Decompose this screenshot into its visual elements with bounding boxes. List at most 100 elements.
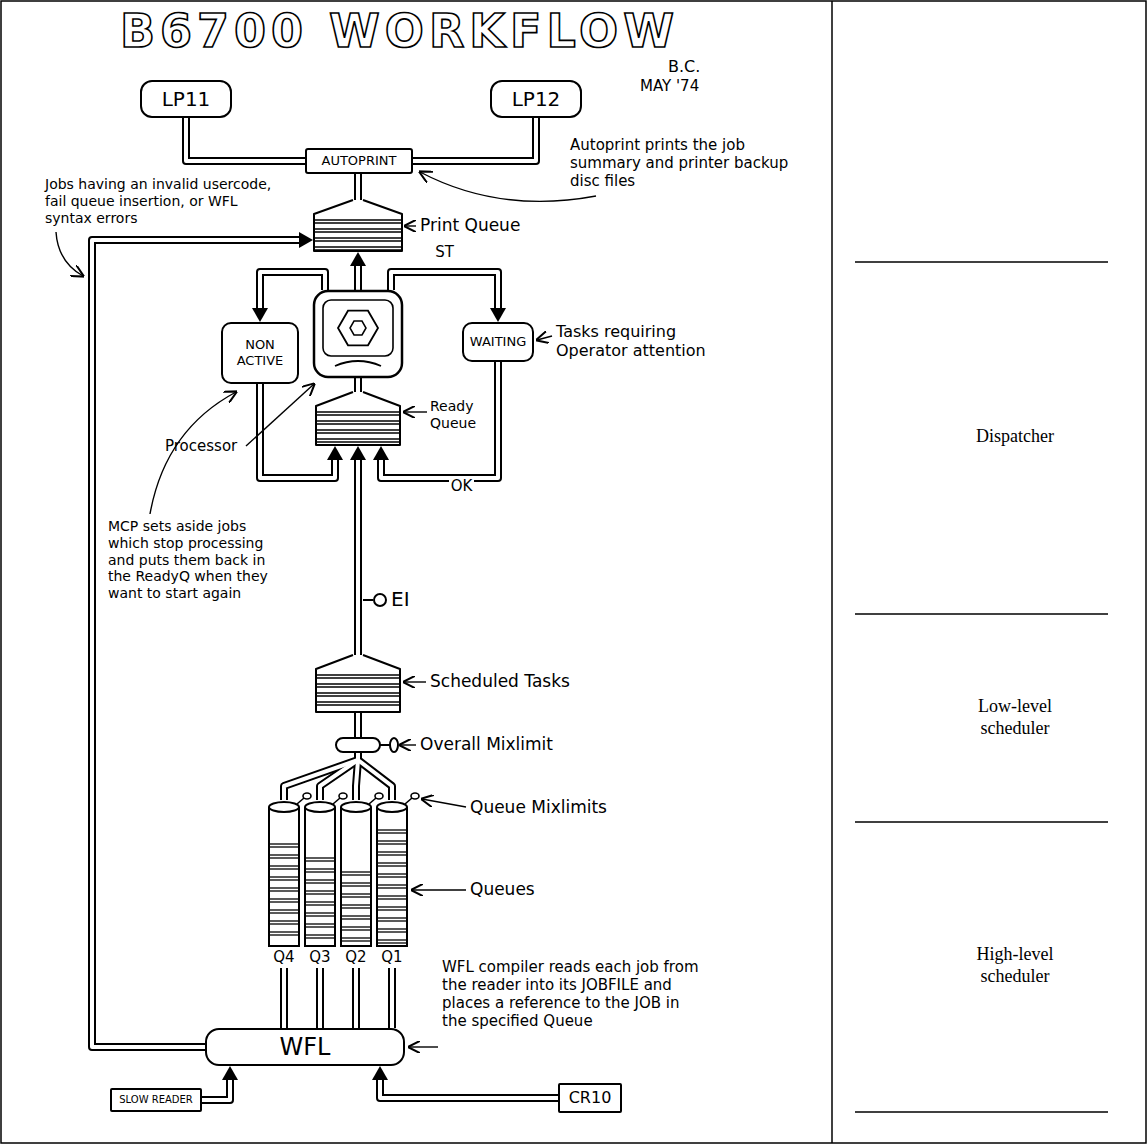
queue-entry	[316, 677, 400, 678]
callout-note: Tasks requiring Operator attention	[556, 322, 731, 360]
queue-entry	[341, 929, 371, 930]
queue-entry	[269, 854, 299, 855]
valve-stem	[297, 798, 304, 804]
arrow-head	[372, 1066, 388, 1080]
printer-box: LP11	[140, 80, 232, 118]
leader-lines	[56, 172, 596, 1047]
pipe-connector	[280, 968, 288, 1028]
pipe-connector	[354, 174, 362, 200]
queue-entry	[377, 906, 407, 907]
processor-icon-outline	[313, 290, 403, 378]
ei-valve	[363, 594, 386, 606]
pipe-connector	[356, 458, 360, 655]
queue-entry	[341, 937, 371, 938]
queue-column	[269, 807, 299, 946]
valve-knob	[303, 793, 311, 799]
queue-entry	[269, 857, 299, 858]
queue-entry	[305, 882, 335, 883]
state-box-text: NON ACTIVE	[225, 337, 295, 368]
pipe-connector	[358, 713, 392, 800]
diagram-title: B6700 WORKFLOW	[120, 8, 679, 54]
arrow-head	[490, 308, 506, 322]
queue-entry	[377, 931, 407, 932]
leader-line	[422, 799, 466, 807]
arrow-head	[327, 446, 343, 460]
queue-entry	[269, 846, 299, 847]
processor-face	[323, 300, 393, 356]
pipe-connector	[380, 1078, 558, 1098]
queue-entry	[269, 890, 299, 891]
queue-entry	[314, 240, 402, 241]
mixlimit-valve	[377, 802, 407, 812]
arrow-head	[373, 446, 389, 460]
queue-entry	[269, 909, 299, 910]
queue-entry	[305, 926, 335, 927]
queue-entry	[305, 890, 335, 891]
pipe-connector	[352, 968, 360, 1028]
print-queue-outline	[313, 200, 403, 252]
queue-entry	[377, 843, 407, 844]
processor-hexagon	[350, 321, 366, 335]
queue-entry	[377, 873, 407, 874]
queue-entry	[377, 832, 407, 833]
pipe-connector	[202, 1078, 230, 1100]
queue-entry	[377, 876, 407, 877]
queue-entry	[377, 917, 407, 918]
queue-entry	[377, 895, 407, 896]
queue-entry	[377, 942, 407, 943]
pipe-connector	[388, 968, 396, 1028]
queue-entry	[377, 887, 407, 888]
leader-line	[420, 172, 596, 201]
processor-icon: Processor	[313, 290, 403, 378]
arrow-head	[350, 446, 366, 460]
processor-icon-text: Processor	[165, 437, 237, 455]
funnel-outline	[316, 655, 400, 712]
queue-entry	[316, 674, 400, 675]
leader-line	[404, 411, 427, 412]
queue-entry	[305, 937, 335, 938]
arrow-head	[350, 252, 366, 266]
queue-entry	[377, 898, 407, 899]
pipe-connector	[202, 1078, 230, 1100]
callout-note: Autoprint prints the job summary and pri…	[570, 136, 795, 190]
pipe-connector	[354, 264, 362, 290]
queue-entry	[305, 901, 335, 902]
queue-entry	[269, 923, 299, 924]
job-queue: Q2	[340, 800, 372, 968]
queue-entry	[305, 871, 335, 872]
queue-entry	[314, 219, 402, 220]
queue-entry	[269, 879, 299, 880]
ready-queue-text: Ready Queue	[430, 398, 486, 432]
pipe-connector	[358, 713, 392, 800]
queue-entry	[316, 695, 400, 696]
queue-entry	[341, 926, 371, 927]
queue-entry	[269, 876, 299, 877]
queue-entry	[341, 915, 371, 916]
reader-box-text: CR10	[569, 1088, 612, 1107]
callout-note: Queues	[470, 879, 535, 899]
leader-line	[409, 1046, 438, 1047]
pipe-connector	[186, 118, 305, 161]
queue-entry	[316, 692, 400, 693]
job-queue-outline	[376, 800, 408, 968]
queue-entry	[316, 414, 400, 415]
pipe-connector	[413, 118, 536, 161]
pipe-connector	[284, 713, 358, 800]
queue-entry	[341, 940, 371, 941]
connector-layer	[92, 118, 558, 1100]
column-divider	[831, 1, 833, 1143]
pipe-connector	[354, 458, 362, 655]
processor-mouth	[335, 361, 381, 366]
queue-entry	[377, 920, 407, 921]
queue-entry	[377, 928, 407, 929]
queue-entry	[316, 441, 400, 442]
state-box: WAITING	[462, 322, 534, 362]
mixlimit-valve	[269, 802, 299, 812]
queue-entry	[305, 879, 335, 880]
queue-entry	[316, 429, 400, 430]
queue-entry	[316, 438, 400, 439]
queue-entry	[269, 898, 299, 899]
overall-mixlimit-valve	[336, 738, 398, 752]
job-queue-text: Q4	[268, 948, 300, 966]
